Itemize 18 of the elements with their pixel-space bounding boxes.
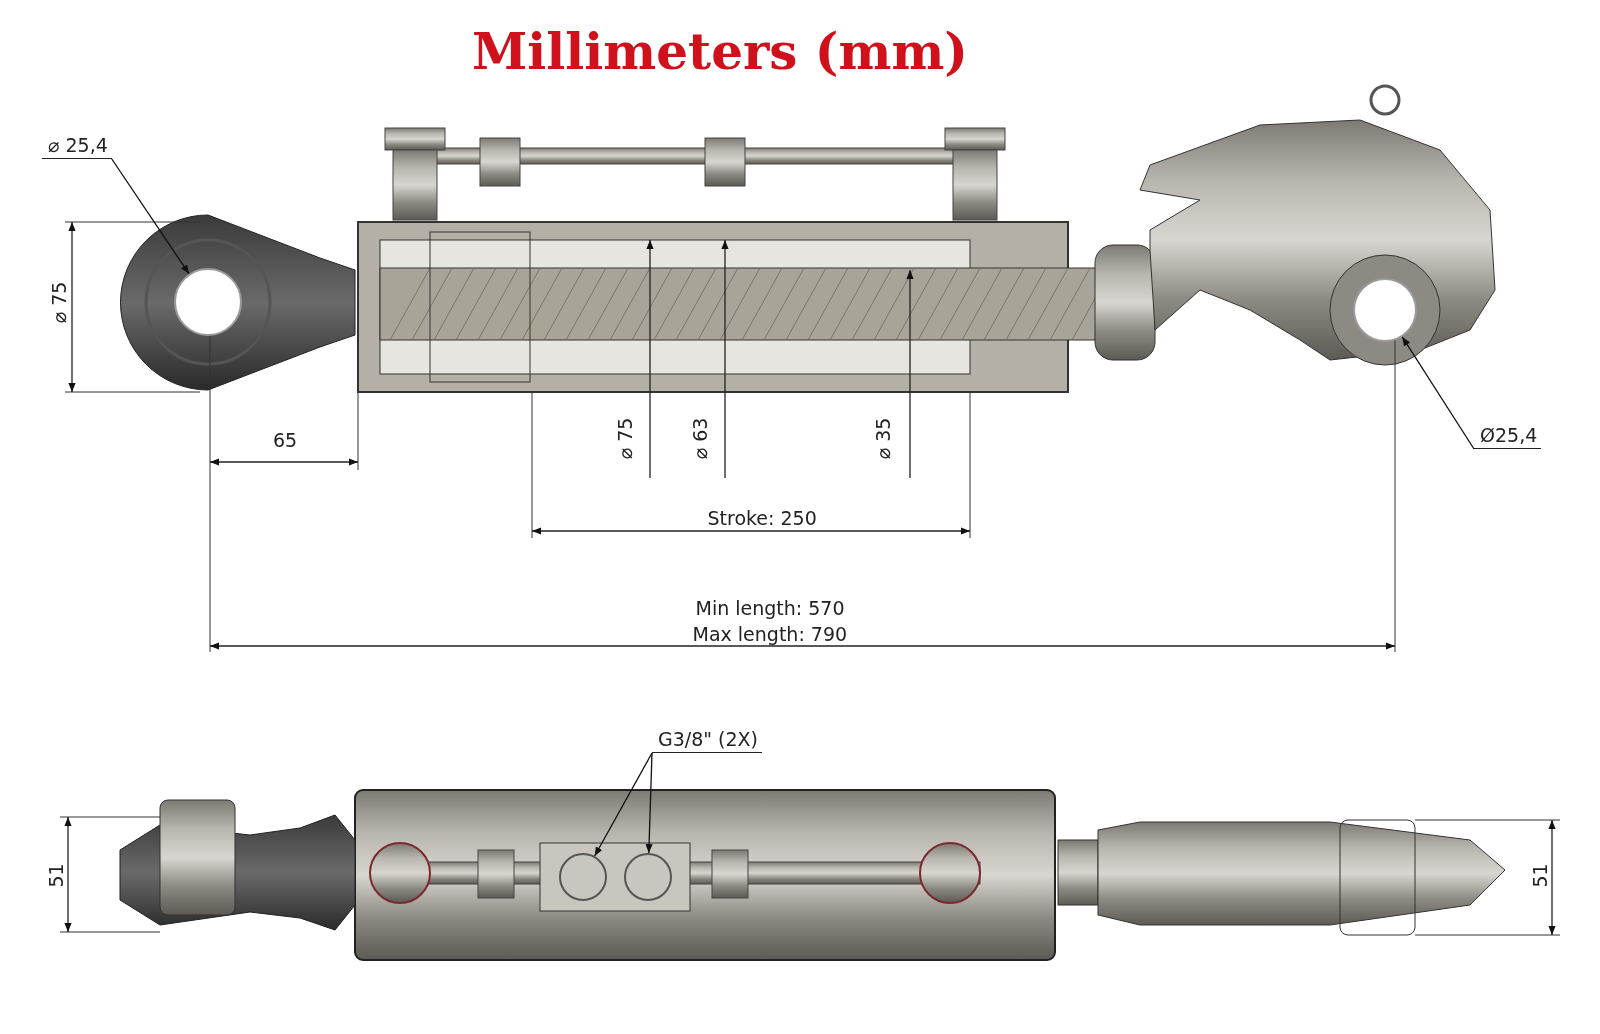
dimension-value: ⌀ 63 [691,417,711,459]
dimension-callout: Ø25,4 [1474,426,1542,449]
thread-callout: G3/8" (2X) [652,730,762,753]
leader-line [1401,336,1475,450]
dimension-value: ⌀ 75 [50,281,70,323]
leader-line [645,752,653,854]
leader-line [594,752,653,857]
dimension-value: 51 [46,862,66,888]
dimension-value: 65 [273,430,298,450]
dimension-callout: ⌀ 25,4 [42,136,112,159]
dimension-value: Stroke: 250 [707,508,817,528]
dimension-value: ⌀ 35 [874,417,894,459]
dimension-value: 51 [1530,862,1550,888]
dimension-value: Max length: 790 [692,624,848,644]
leader-line [111,158,190,275]
dimension-value: Min length: 570 [695,598,845,618]
heading: Millimeters (mm) [471,22,969,81]
dimension-value: ⌀ 75 [616,417,636,459]
